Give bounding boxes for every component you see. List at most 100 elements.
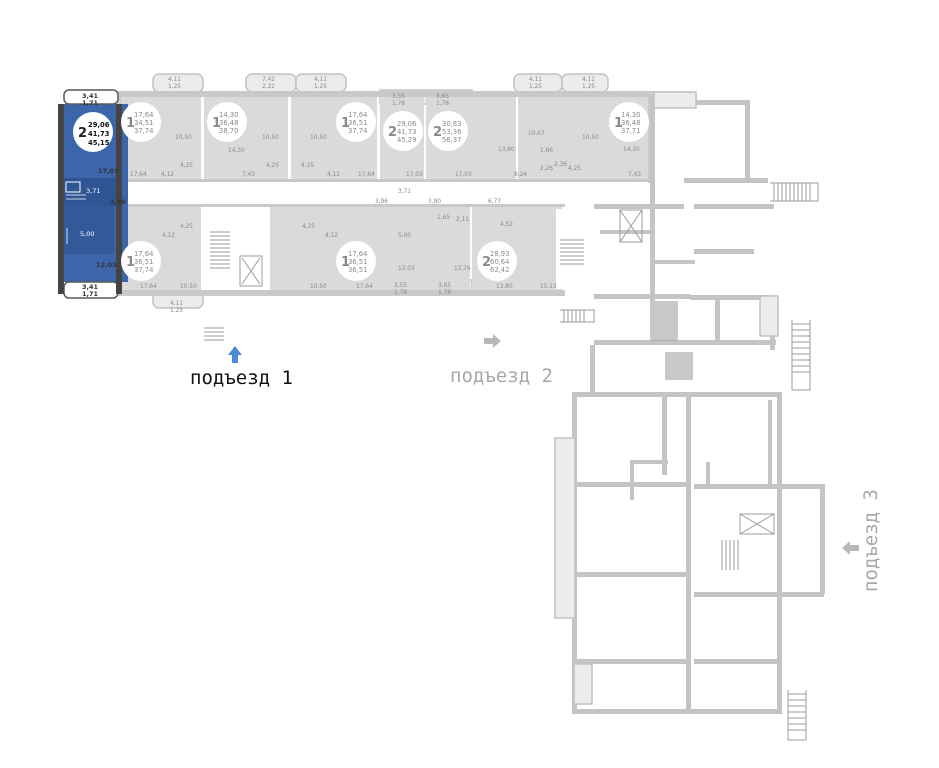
badge-a3[interactable]: 1 17,64 36,51 37,74 <box>336 102 376 142</box>
badge-a8-b: 36,51 <box>348 258 367 266</box>
entrance-1[interactable]: подъезд 1 <box>190 346 293 389</box>
label-r_411_d: 4,11 <box>582 75 595 83</box>
badge-a7-c: 37,74 <box>134 266 153 274</box>
entrance-2-arrow-icon <box>484 334 501 348</box>
label-r_222: 2,22 <box>262 82 275 90</box>
sel-balcony-bottom-a: 3,41 <box>82 283 99 291</box>
label-r_125_d: 1,25 <box>582 82 595 90</box>
label-r_411_b: 4,11 <box>314 75 327 83</box>
selected-rooms-count: 2 <box>78 126 87 141</box>
badge-a2[interactable]: 1 14,30 36,48 38,70 <box>207 102 247 142</box>
badge-a5-b: 53,36 <box>442 128 461 136</box>
label-r_425_a: 4,25 <box>180 161 193 169</box>
badge-a1-c: 37,74 <box>134 127 153 135</box>
badge-a7[interactable]: 1 17,64 36,51 37,74 <box>121 241 161 281</box>
label-r_411_a: 4,11 <box>168 75 181 83</box>
badge-a3-c: 37,74 <box>348 127 367 135</box>
sel-balcony-bottom-b: 1,71 <box>82 290 99 298</box>
stair-core-1 <box>203 209 265 289</box>
label-r_425_c: 4,25 <box>301 161 314 169</box>
badge-a8[interactable]: 1 17,64 36,51 36,51 <box>336 241 376 281</box>
entrance-2[interactable]: подъезд 2 <box>450 334 553 387</box>
label-r_178_d: 1,78 <box>438 288 451 296</box>
badge-a5-a: 30,83 <box>442 120 461 128</box>
badge-a5-rooms: 2 <box>433 125 442 140</box>
badge-a1-a: 17,64 <box>134 111 153 119</box>
label-r_178_a: 1,78 <box>392 99 405 107</box>
label-r_178_c: 1,78 <box>394 288 407 296</box>
label-r_125_e: 1,25 <box>170 306 183 314</box>
label-r_1203: 12,03 <box>398 264 415 272</box>
label-r_412_c: 4,12 <box>162 231 175 239</box>
badge-a9-c: 62,42 <box>490 266 509 274</box>
selected-area-total: 41,73 <box>88 130 110 138</box>
badge-a8-rooms: 1 <box>341 255 350 270</box>
badge-a8-c: 36,51 <box>348 266 367 274</box>
label-r_211: 2,11 <box>456 215 469 223</box>
label-r_1380_b: 13,80 <box>496 282 513 290</box>
badge-a3-b: 36,51 <box>348 119 367 127</box>
badge-a4-c: 45,29 <box>397 136 416 144</box>
label-r_1703_a: 17,03 <box>406 170 423 178</box>
badge-a7-a: 17,64 <box>134 250 153 258</box>
badge-a8-a: 17,64 <box>348 250 367 258</box>
badge-a4[interactable]: 2 29,06 41,73 45,29 <box>383 111 423 151</box>
outline-balconies <box>554 91 779 705</box>
sel-room-12: 12,03 <box>96 261 117 269</box>
label-r_425_d: 4,25 <box>568 164 581 172</box>
label-r_1764_b: 17,64 <box>358 170 375 178</box>
outline-hatched-shafts <box>204 182 819 741</box>
apartment-badges: 1 17,64 34,51 37,74 1 14,30 36,48 38,70 … <box>121 102 649 281</box>
label-r_226: 2,26 <box>540 164 553 172</box>
badge-a9-b: 60,64 <box>490 258 509 266</box>
entrance-3[interactable]: подъезд 3 <box>842 489 882 592</box>
badge-a1[interactable]: 1 17,64 34,51 37,74 <box>121 102 161 142</box>
label-r_125_c: 1,25 <box>529 82 542 90</box>
label-r_425_f: 4,25 <box>302 222 315 230</box>
label-r_236: 2,36 <box>554 160 567 168</box>
badge-a5[interactable]: 2 30,83 53,36 56,37 <box>428 111 468 151</box>
sel-hall: 3,96 <box>110 198 127 206</box>
label-r_125_b: 1,25 <box>314 82 327 90</box>
label-r_743_b: 7,43 <box>628 170 641 178</box>
label-r_412_a: 4,12 <box>161 170 174 178</box>
room-labels: 4,11 1,25 7,42 2,22 4,11 1,25 3,55 1,78 … <box>130 75 641 314</box>
sel-bath: 3,71 <box>86 187 100 195</box>
label-r_500: 5,00 <box>398 231 411 239</box>
badge-a2-c: 38,70 <box>219 127 238 135</box>
label-r_1276: 12,76 <box>454 264 471 272</box>
entrance-2-label: подъезд 2 <box>450 365 553 387</box>
badge-a5-c: 56,37 <box>442 136 461 144</box>
label-r_1067: 10,67 <box>528 129 545 137</box>
stair-core-2 <box>556 209 596 289</box>
badge-a6[interactable]: 1 14,30 36,48 37,71 <box>609 102 649 142</box>
label-r_371: 3,71 <box>398 187 411 195</box>
label-r_412_d: 4,12 <box>325 231 338 239</box>
badge-a1-b: 34,51 <box>134 119 153 127</box>
label-r_1050_c: 10,50 <box>310 133 327 141</box>
label-r_677: 6,77 <box>488 197 501 205</box>
label-r_425_e: 4,25 <box>180 222 193 230</box>
label-r_396: 3,96 <box>375 197 388 205</box>
label-r_1430_a: 14,30 <box>228 146 245 154</box>
label-r_1764_a: 17,64 <box>130 170 147 178</box>
label-r_412_b: 4,12 <box>327 170 340 178</box>
label-r_1050_f: 10,50 <box>310 282 327 290</box>
label-r_365_b: 3,65 <box>438 281 451 289</box>
badge-a4-a: 29,06 <box>397 120 416 128</box>
badge-a9-a: 28,93 <box>490 250 509 258</box>
label-r_355_a: 3,55 <box>392 92 405 100</box>
badge-a9[interactable]: 2 28,93 60,64 62,42 <box>477 241 517 281</box>
entrance-1-arrow-icon <box>228 346 242 363</box>
selected-apartment[interactable]: 2 29,06 41,73 45,15 3,41 1,71 17,03 3,71… <box>58 89 128 299</box>
sel-balcony-top-a: 3,41 <box>82 92 99 100</box>
badge-a6-c: 37,71 <box>621 127 640 135</box>
apartment-a8b[interactable] <box>380 207 470 290</box>
label-r_411_e: 4,11 <box>170 299 183 307</box>
sel-kitchen: 5,00 <box>80 230 94 238</box>
label-r_166: 1,66 <box>540 146 553 154</box>
badge-a6-b: 36,48 <box>621 119 640 127</box>
badge-a2-a: 14,30 <box>219 111 238 119</box>
label-r_824: 8,24 <box>514 170 527 178</box>
